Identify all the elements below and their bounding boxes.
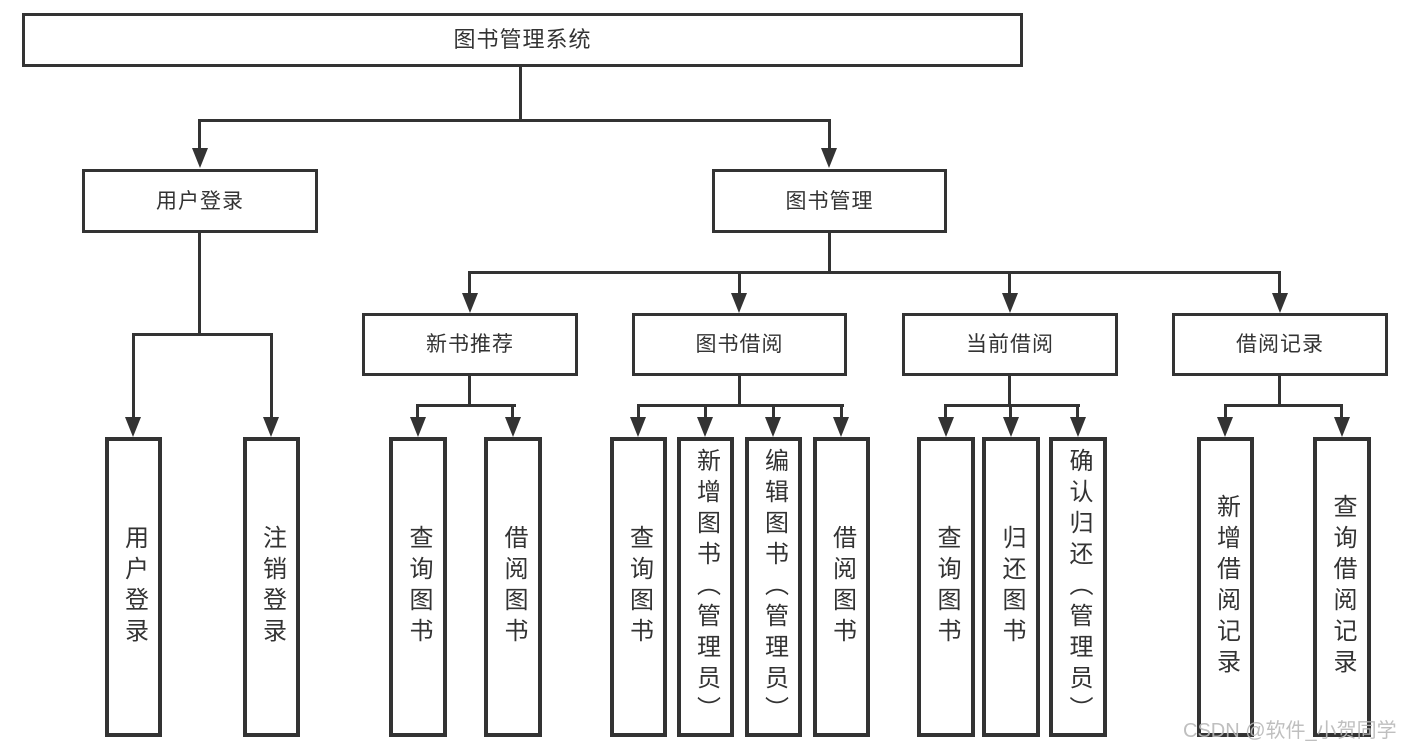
connector-book-mgmt-trunk [828,233,831,274]
connector-nbr-trunk [468,374,471,406]
connector-stub [270,333,273,417]
connector-stub [1224,404,1227,417]
connector-book-mgmt-split [468,271,1281,274]
arrow-down-icon [765,417,781,437]
connector-stub [637,404,640,417]
arrow-down-icon [410,417,426,437]
node-book-borrowing: 图书借阅 [632,313,847,376]
arrow-down-icon [697,417,713,437]
node-root-system: 图书管理系统 [22,13,1023,67]
leaf-nbr-borrow-books: 借阅图书 [484,437,542,737]
arrow-down-icon [462,293,478,313]
leaf-cb-query-books: 查询图书 [917,437,975,737]
arrow-down-icon [833,417,849,437]
connector-stub [1009,404,1012,417]
leaf-br-query-record: 查询借阅记录 [1313,437,1371,737]
arrow-down-icon [1070,417,1086,437]
csdn-watermark: CSDN @软件_小贺同学 [1183,720,1397,742]
connector-stub [132,333,135,417]
leaf-br-add-record: 新增借阅记录 [1197,437,1254,737]
connector-stub [468,271,471,293]
connector-stub [511,404,514,417]
arrow-down-icon [192,148,208,168]
arrow-down-icon [505,417,521,437]
connector-nbr-split [416,404,516,407]
leaf-user-login: 用户登录 [105,437,162,737]
leaf-bb-add-books-admin: 新增图书（管理员） [677,437,734,737]
connector-stub [416,404,419,417]
node-book-management: 图书管理 [712,169,947,233]
connector-stub [1008,271,1011,293]
arrow-down-icon [938,417,954,437]
arrow-down-icon [630,417,646,437]
leaf-logout: 注销登录 [243,437,300,737]
node-user-login: 用户登录 [82,169,318,233]
arrow-down-icon [1002,293,1018,313]
connector-br-trunk [1278,374,1281,406]
connector-stub [1076,404,1079,417]
arrow-down-icon [731,293,747,313]
connector-stub [1340,404,1343,417]
connector-root-split [198,119,831,122]
connector-stub [840,404,843,417]
connector-bb-trunk [738,374,741,406]
connector-stub [1278,271,1281,293]
leaf-cb-confirm-return-admin: 确认归还（管理员） [1049,437,1107,737]
leaf-cb-return-books: 归还图书 [982,437,1040,737]
leaf-nbr-query-books: 查询图书 [389,437,447,737]
connector-br-split [1224,404,1343,407]
arrow-down-icon [125,417,141,437]
connector-stub [944,404,947,417]
arrow-down-icon [1003,417,1019,437]
arrow-down-icon [263,417,279,437]
node-borrow-records: 借阅记录 [1172,313,1388,376]
connector-cb-split [944,404,1080,407]
arrow-down-icon [1334,417,1350,437]
node-new-book-recommend: 新书推荐 [362,313,578,376]
arrow-down-icon [821,148,837,168]
leaf-bb-query-books: 查询图书 [610,437,667,737]
connector-bb-split [637,404,844,407]
node-current-borrowing: 当前借阅 [902,313,1118,376]
connector-stub [772,404,775,417]
connector-stub [198,119,201,148]
connector-stub [738,271,741,293]
arrow-down-icon [1217,417,1233,437]
leaf-bb-edit-books-admin: 编辑图书（管理员） [745,437,802,737]
connector-user-login-split [132,333,273,336]
connector-root-trunk [519,67,522,121]
arrow-down-icon [1272,293,1288,313]
connector-stub [828,119,831,148]
connector-user-login-trunk [198,233,201,336]
connector-cb-trunk [1008,374,1011,406]
connector-stub [704,404,707,417]
leaf-bb-borrow-books: 借阅图书 [813,437,870,737]
